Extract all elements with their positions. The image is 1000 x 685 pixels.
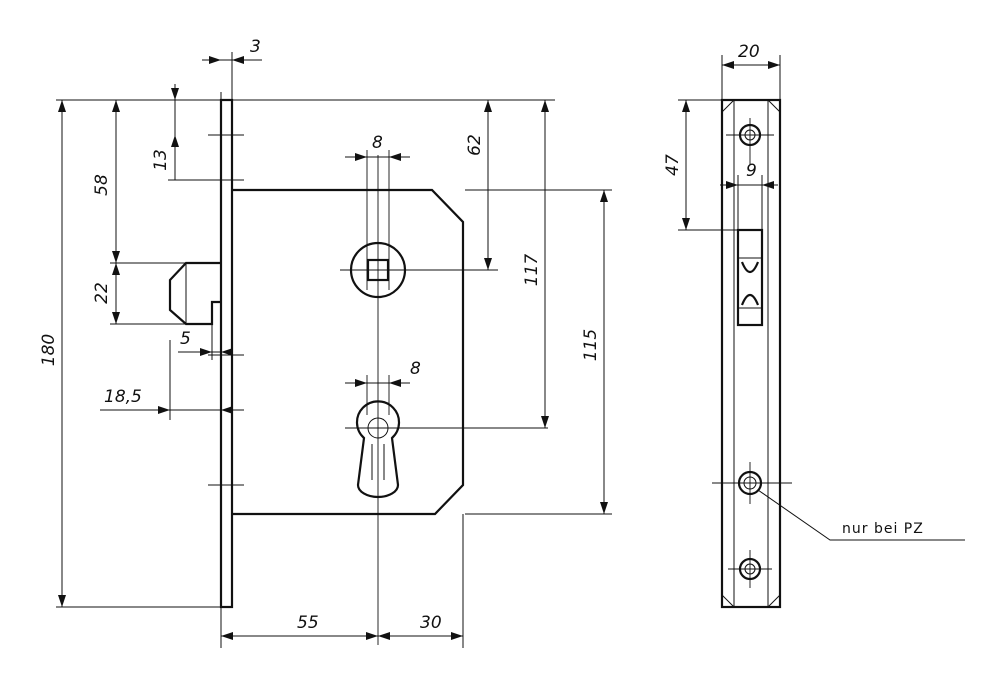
latch-bolt	[168, 261, 221, 326]
dim-47: 47	[663, 154, 683, 176]
pz-leader	[757, 489, 965, 541]
dim-22: 22	[92, 282, 112, 304]
dim-13: 13	[151, 149, 171, 171]
dim-30: 30	[420, 613, 442, 633]
side-centerlines	[712, 118, 792, 588]
dim-62: 62	[465, 134, 485, 156]
side-faceplate	[720, 98, 782, 609]
front-centerlines	[340, 150, 548, 645]
dim-20: 20	[738, 42, 760, 62]
side-dimension-lines	[678, 55, 781, 231]
faceplate-ticks	[208, 134, 244, 486]
front-extension-lines	[56, 52, 612, 648]
side-view: 20 47 9 nur bei PZ	[663, 42, 965, 609]
front-dimension-lines	[61, 59, 605, 637]
lock-case	[232, 188, 465, 516]
front-dimension-arrows	[58, 56, 608, 640]
dim-117: 117	[522, 254, 542, 287]
dim-5: 5	[180, 329, 191, 349]
dim-55: 55	[297, 613, 319, 633]
dim-8-top: 8	[372, 133, 383, 153]
dim-3: 3	[250, 37, 261, 57]
dim-115: 115	[581, 329, 601, 361]
side-dimension-arrows	[682, 61, 780, 230]
dim-58: 58	[92, 174, 112, 196]
keyhole-cylinder	[355, 400, 401, 499]
dim-18-5: 18,5	[104, 387, 142, 407]
latch-opening	[736, 228, 764, 327]
dim-8-bottom: 8	[410, 359, 421, 379]
dim-180: 180	[39, 334, 59, 366]
front-view: 3 13 58 22 5 18,5 180 8 8 62 117 115 55 …	[39, 37, 612, 648]
dim-9: 9	[746, 161, 757, 181]
pz-note: nur bei PZ	[842, 521, 924, 537]
